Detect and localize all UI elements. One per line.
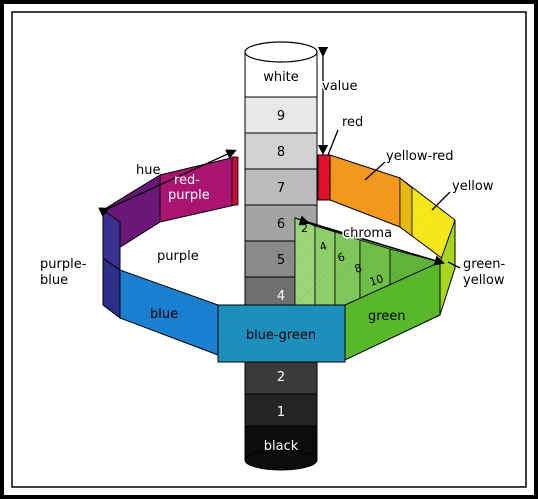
hue-label-purple: purple bbox=[157, 249, 199, 264]
hue-arrow bbox=[98, 149, 237, 217]
chroma-step-4: 4 bbox=[318, 239, 329, 254]
chroma-arrow bbox=[298, 215, 445, 266]
hue-label-purple-blue-1: purple- bbox=[40, 257, 87, 272]
hue-label-yellow-red: yellow-red bbox=[386, 149, 454, 164]
hue-label-green-yellow-1: green- bbox=[463, 257, 506, 272]
cylinder-top bbox=[244, 41, 318, 63]
chroma-step-8: 8 bbox=[353, 261, 364, 276]
value-band-8 bbox=[244, 132, 318, 170]
value-label-8: 8 bbox=[277, 145, 285, 160]
hue-label-red-purple-1: red- bbox=[174, 173, 200, 188]
hue-label-red-purple-2: purple bbox=[168, 188, 210, 203]
segment-blue-green bbox=[217, 304, 346, 363]
value-band-9 bbox=[244, 96, 318, 134]
chroma-step-2: 2 bbox=[301, 222, 308, 235]
value-label-9: 9 bbox=[277, 109, 285, 124]
value-band-7 bbox=[244, 168, 318, 206]
segment-green-yellow bbox=[439, 219, 456, 316]
hue-label-purple-blue-2: blue bbox=[40, 273, 68, 288]
value-label-4: 4 bbox=[277, 289, 285, 304]
hue-label-blue: blue bbox=[150, 307, 178, 322]
segment-red bbox=[317, 154, 331, 201]
value-label-5: 5 bbox=[277, 253, 285, 268]
value-label-6: 6 bbox=[277, 217, 285, 232]
hue-ring-front bbox=[102, 209, 456, 363]
value-label-7: 7 bbox=[277, 181, 285, 196]
chroma-step-6: 6 bbox=[336, 250, 347, 265]
value-band-1 bbox=[244, 393, 318, 427]
hue-label-green-yellow-2: yellow bbox=[463, 273, 505, 288]
annotation-chroma: chroma bbox=[343, 226, 392, 241]
value-band-2 bbox=[244, 357, 318, 395]
value-label-1: 1 bbox=[277, 405, 285, 420]
hue-label-blue-green: blue-green bbox=[246, 328, 316, 343]
hue-label-yellow: yellow bbox=[452, 179, 494, 194]
annotation-arrows bbox=[98, 46, 461, 269]
hue-label-green: green bbox=[368, 309, 406, 324]
annotation-value: value bbox=[322, 79, 358, 94]
value-label-black: black bbox=[264, 439, 299, 454]
value-label-white: white bbox=[263, 70, 299, 85]
annotation-hue: hue bbox=[136, 163, 160, 178]
chroma-step-10: 10 bbox=[368, 272, 385, 289]
inner-border bbox=[11, 11, 527, 488]
value-label-2: 2 bbox=[277, 370, 285, 385]
hue-label-red: red bbox=[342, 115, 363, 130]
